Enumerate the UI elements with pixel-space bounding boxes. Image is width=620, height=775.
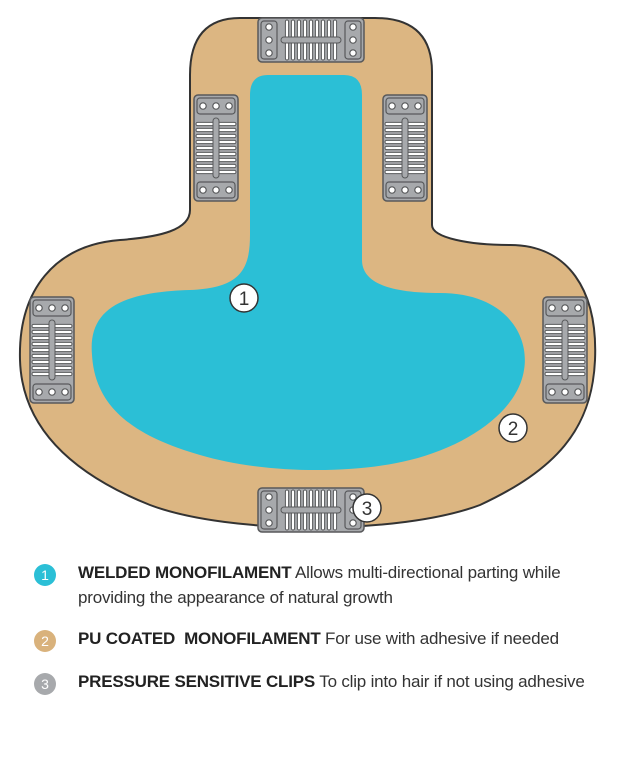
marker-3-label: 3 [362, 499, 373, 520]
legend-item-pressure-sensitive-clips: 3 PRESSURE SENSITIVE CLIPS To clip into … [34, 669, 614, 695]
legend-title: PU COATED MONOFILAMENT [78, 629, 321, 648]
legend-item-welded-monofilament: 1 WELDED MONOFILAMENT Allows multi-direc… [34, 560, 614, 610]
clip-bottom [257, 487, 365, 533]
legend-description: For use with adhesive if needed [325, 629, 559, 648]
marker-3: 3 [352, 493, 382, 523]
legend-description: Allows multi-directional parting while p… [78, 563, 561, 607]
marker-2: 2 [498, 413, 528, 443]
legend-badge-1: 1 [34, 564, 56, 586]
clip-right [542, 296, 588, 404]
legend-description: To clip into hair if not using adhesive [319, 672, 585, 691]
legend-badge-3: 3 [34, 673, 56, 695]
legend-title: PRESSURE SENSITIVE CLIPS [78, 672, 316, 691]
hairpiece-base-diagram: 1 2 3 [18, 17, 597, 533]
marker-1: 1 [229, 283, 259, 313]
marker-2-label: 2 [508, 419, 519, 440]
legend-title: WELDED MONOFILAMENT [78, 563, 292, 582]
clip-top [257, 17, 365, 63]
legend-badge-2: 2 [34, 630, 56, 652]
clip-upper-left [193, 94, 239, 202]
marker-1-label: 1 [239, 289, 250, 310]
clip-upper-right [382, 94, 428, 202]
clip-left [29, 296, 75, 404]
legend: 1 WELDED MONOFILAMENT Allows multi-direc… [34, 560, 614, 708]
welded-monofilament-area [91, 75, 525, 471]
legend-item-pu-coated-monofilament: 2 PU COATED MONOFILAMENT For use with ad… [34, 626, 614, 652]
